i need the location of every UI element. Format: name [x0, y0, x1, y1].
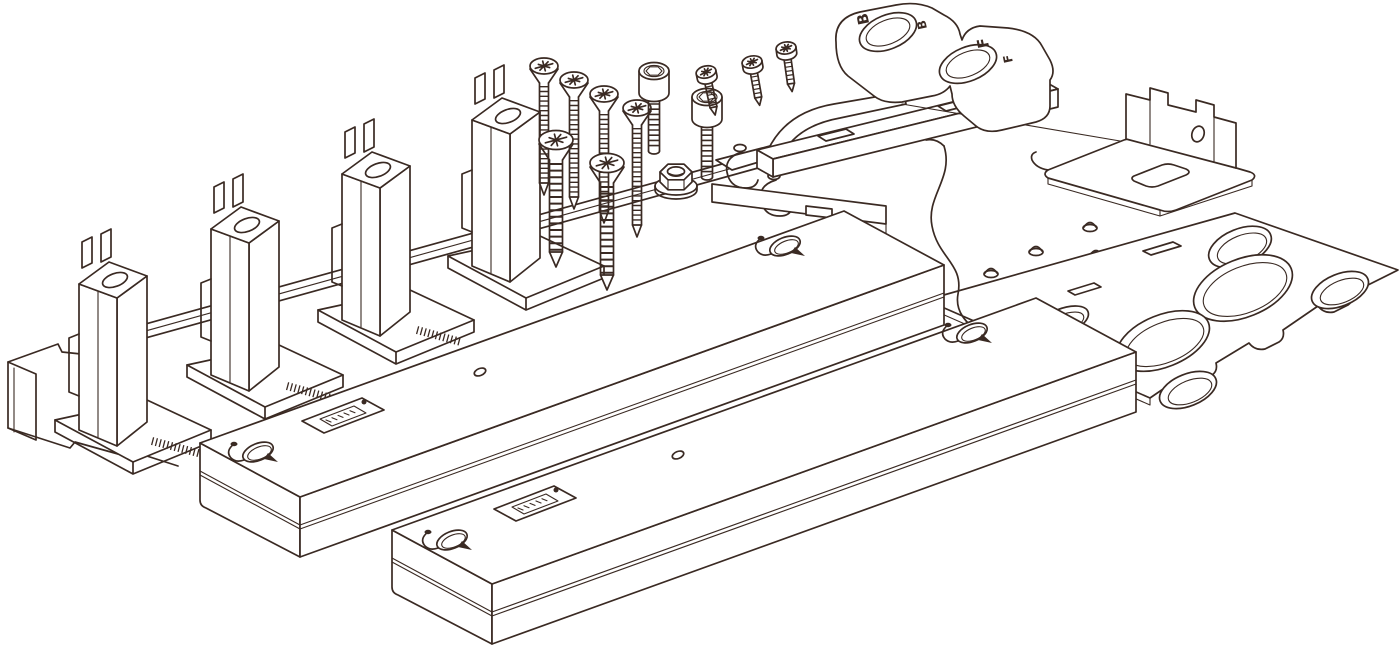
cover-plate-2	[391, 297, 1137, 645]
cover-plate-1	[199, 210, 945, 558]
hex-flange-nut	[654, 163, 698, 200]
floor-clip-tower-1	[54, 228, 212, 475]
floor-clip-tower-4	[447, 64, 605, 311]
marking-b1: B	[853, 12, 873, 27]
marking-b2: B	[914, 19, 930, 31]
pan-screw-3	[775, 41, 802, 93]
serration-strips	[150, 326, 463, 459]
registered-mark-dot	[553, 487, 559, 493]
marking-f1: F	[973, 36, 993, 50]
wall-hook-bracket	[1030, 87, 1256, 217]
floor-clip-tower-2	[186, 173, 344, 420]
countersunk-screw-4	[623, 100, 651, 237]
pan-screw-2	[741, 54, 769, 107]
registered-mark-dot	[361, 399, 367, 405]
marked-bracket-b-f: B B F F	[835, 2, 1054, 133]
brand-logo-badge	[301, 397, 385, 434]
marking-f2: F	[1000, 53, 1015, 64]
brand-logo-badge	[493, 485, 577, 522]
